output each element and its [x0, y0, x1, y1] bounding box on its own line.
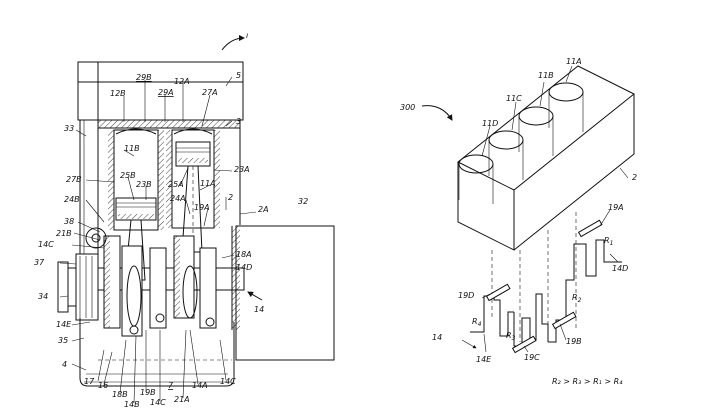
label-19C-r: 19C — [524, 353, 540, 362]
label-11B-r: 11B — [538, 71, 554, 80]
label-14A: 14A — [192, 381, 208, 390]
label-14E-r: 14E — [476, 355, 492, 364]
label-25A: 25A — [168, 180, 184, 189]
crank-pulley-34 — [57, 227, 107, 321]
label-14C-b: 14C — [150, 398, 166, 407]
label-23B: 23B — [136, 180, 152, 189]
pin-19C — [511, 335, 537, 354]
label-24B: 24B — [64, 195, 80, 204]
label-2-r: 2 — [632, 173, 637, 182]
label-R2: R2 — [572, 293, 582, 304]
left-labels: ı 5 3 29B 12A 29A 12B 27A 33 11B 23A 27B… — [34, 31, 308, 409]
label-11A: 11A — [200, 179, 216, 188]
label-25B: 25B — [120, 171, 136, 180]
label-300: 300 — [400, 103, 415, 112]
label-14D-r: 14D — [612, 264, 628, 273]
label-14B: 14B — [124, 400, 140, 409]
label-33: 33 — [64, 124, 74, 133]
left-leader-lines — [59, 76, 257, 404]
label-34: 34 — [38, 292, 48, 301]
label-19A: 19A — [194, 203, 210, 212]
right-leader-lines — [461, 65, 629, 353]
label-19B-r: 19B — [566, 337, 582, 346]
label-12A: 12A — [174, 77, 190, 86]
cylinder-11A — [166, 128, 220, 229]
label-18A: 18A — [236, 250, 252, 259]
label-7: 7 — [168, 381, 174, 390]
label-19B: 19B — [140, 388, 156, 397]
cylinder-head — [98, 120, 240, 128]
label-14C-c: 14C — [220, 377, 236, 386]
label-19D-r: 19D — [458, 291, 474, 300]
oil-pan-4 — [79, 318, 235, 387]
label-14C-a: 14C — [38, 240, 54, 249]
label-27B: 27B — [66, 175, 82, 184]
label-R1: R1 — [604, 236, 613, 247]
label-4: 4 — [62, 360, 67, 369]
label-11D-r: 11D — [482, 119, 498, 128]
view-arrow — [221, 35, 245, 51]
label-R4: R4 — [472, 317, 482, 328]
label-21A: 21A — [174, 395, 190, 404]
label-24A: 24A — [170, 194, 186, 203]
pin-19B — [551, 311, 577, 330]
label-23A: 23A — [234, 165, 250, 174]
label-17: 17 — [84, 377, 95, 386]
mark-top: ı — [246, 31, 248, 40]
label-16: 16 — [98, 381, 108, 390]
label-3: 3 — [236, 117, 241, 126]
label-14-r: 14 — [432, 333, 442, 342]
pin-19D — [485, 283, 511, 302]
pin-19A — [577, 219, 603, 238]
label-12B: 12B — [110, 89, 126, 98]
label-R3: R3 — [506, 331, 516, 342]
label-21B: 21B — [56, 229, 72, 238]
label-2A: 2A — [258, 205, 269, 214]
label-37: 37 — [34, 258, 45, 267]
label-27A: 27A — [202, 88, 218, 97]
label-2: 2 — [228, 193, 233, 202]
label-14E: 14E — [56, 320, 72, 329]
label-11B: 11B — [124, 144, 140, 153]
view-arrow-300 — [421, 105, 453, 121]
label-32: 32 — [298, 197, 308, 206]
cylinder-11B — [108, 128, 164, 231]
label-19A-r: 19A — [608, 203, 624, 212]
label-38: 38 — [64, 217, 74, 226]
piston-A — [175, 141, 211, 167]
label-35: 35 — [58, 336, 68, 345]
label-11C-r: 11C — [506, 94, 522, 103]
right-labels: 300 11A 11B 11C 11D 2 19A R1 14D R2 19D … — [400, 57, 637, 386]
label-14D: 14D — [236, 263, 252, 272]
label-14-a: 14 — [254, 305, 264, 314]
crank-throws — [470, 219, 622, 354]
label-18B: 18B — [112, 390, 128, 399]
radius-relation: R₂ > R₃ > R₁ > R₄ — [552, 377, 623, 386]
label-5: 5 — [236, 71, 241, 80]
piston-B — [115, 197, 157, 221]
crankshaft — [57, 235, 245, 337]
schematic-view — [421, 65, 635, 354]
label-29A: 29A — [158, 88, 174, 97]
block-2 — [457, 65, 635, 342]
label-11A-r: 11A — [566, 57, 582, 66]
engine-cross-section — [57, 35, 335, 404]
label-29B: 29B — [136, 73, 152, 82]
